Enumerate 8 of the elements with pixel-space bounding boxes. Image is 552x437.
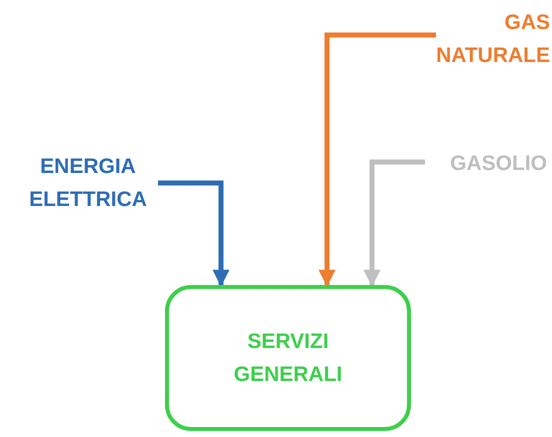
process-box xyxy=(165,285,411,431)
text-label: GASOLIO xyxy=(449,151,547,177)
arrow xyxy=(318,32,436,287)
arrow xyxy=(158,180,230,287)
box-title: SERVIZI GENERALI xyxy=(233,329,343,388)
text-label: GAS NATURALE xyxy=(436,10,550,69)
text-label: ENERGIA ELETTRICA xyxy=(28,154,148,213)
arrow xyxy=(364,160,425,287)
